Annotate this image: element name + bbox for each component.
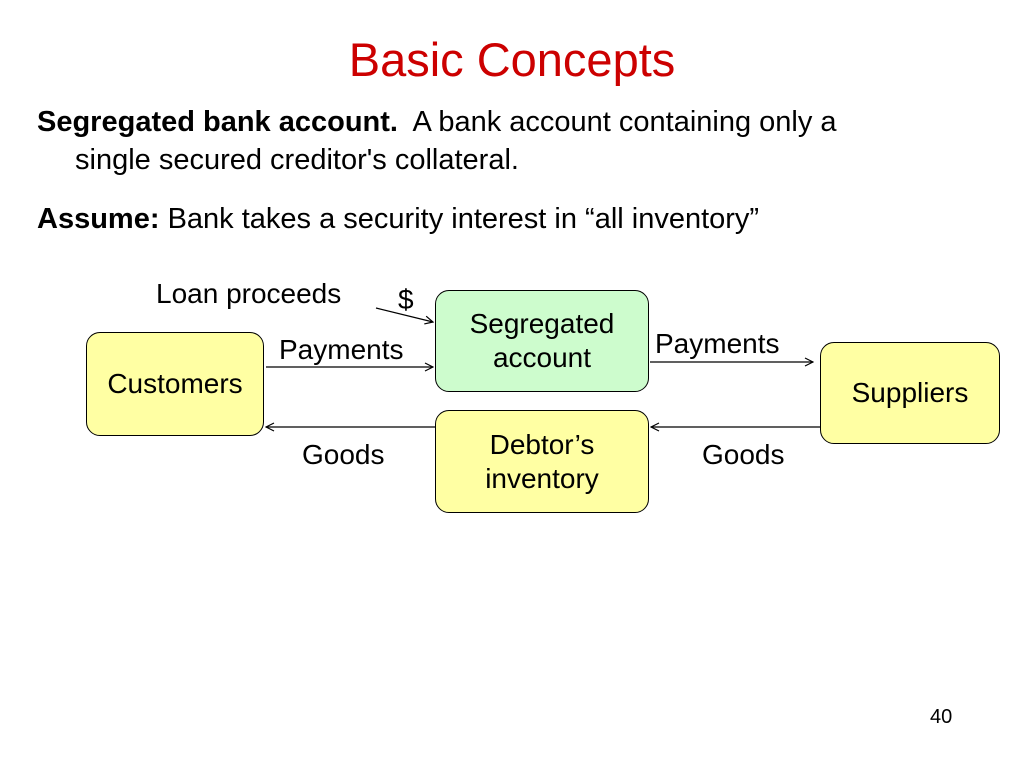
payments-in-label: Payments: [279, 334, 404, 365]
assumption-paragraph: Assume: Bank takes a security interest i…: [37, 200, 997, 238]
customers-label: Customers: [107, 368, 243, 399]
slide-title: Basic Concepts: [348, 33, 676, 86]
inventory-label-line2: inventory: [485, 462, 599, 494]
assumption-text: Bank takes a security interest in “all i…: [167, 203, 760, 235]
payments-out-label: Payments: [655, 328, 780, 359]
dollar-label: $: [398, 284, 414, 315]
segregated-label-line1: Segregated: [469, 308, 615, 339]
assumption-term: Assume:: [37, 203, 160, 235]
customers-node: Customers: [86, 332, 264, 436]
suppliers-label: Suppliers: [851, 377, 969, 408]
loan-proceeds-label: Loan proceeds: [156, 278, 342, 309]
definition-paragraph: Segregated bank account. A bank account …: [37, 103, 997, 179]
segregated-label-line2: account: [492, 342, 592, 373]
page-number: 40: [930, 706, 953, 728]
debtor-inventory-node: Debtor’s inventory: [435, 410, 649, 513]
suppliers-node: Suppliers: [820, 342, 1000, 444]
definition-text-line2: single secured creditor's collateral.: [75, 144, 519, 176]
goods-from-suppliers-label: Goods: [702, 439, 785, 470]
goods-to-customers-label: Goods: [302, 439, 385, 470]
loan-proceeds-arrow: [375, 307, 433, 322]
inventory-label-line1: Debtor’s: [489, 428, 595, 460]
definition-term: Segregated bank account.: [37, 106, 398, 138]
definition-text-line1: A bank account containing only a: [412, 106, 837, 138]
segregated-account-node: Segregated account: [435, 290, 649, 392]
